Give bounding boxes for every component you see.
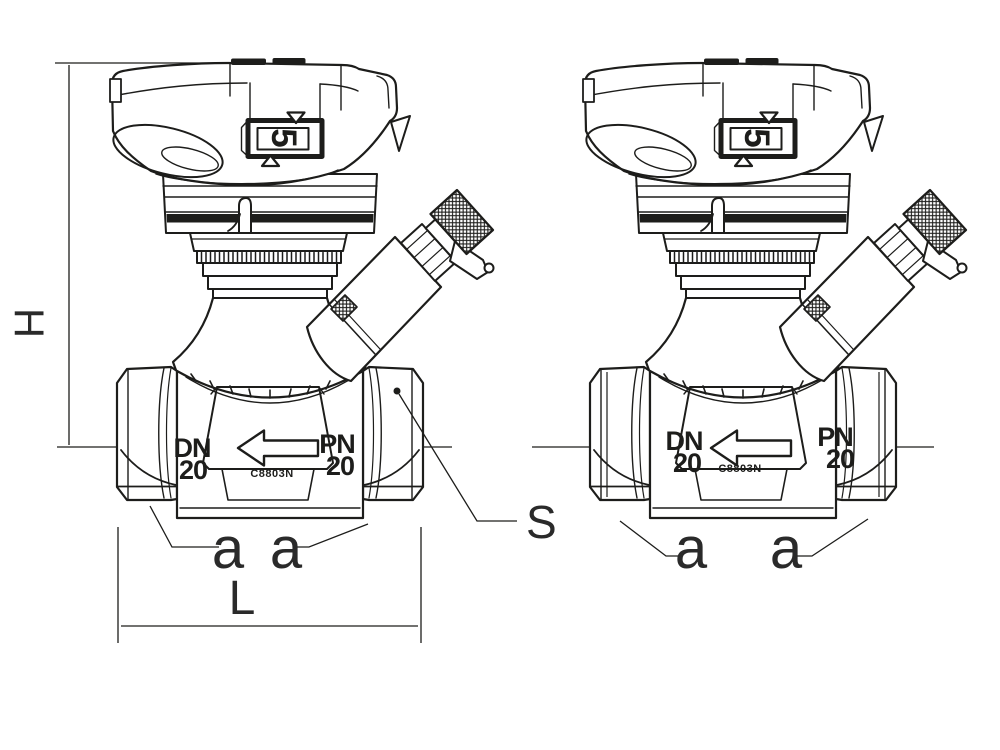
port-label-right-2: a [770,516,803,581]
surface-leader-line [398,393,517,522]
right-valve-setting-display: 5 [737,128,776,147]
right-valve-port-leader-right [795,518,869,557]
dimension-labels: H L S a a a a [5,308,803,625]
length-extension-lines [117,527,422,643]
right-valve-assembly: DN 20 PN 20 C8803N 5 [532,58,967,518]
right-valve-union-lines [606,372,880,497]
right-valve-dn-label: DN [666,426,703,456]
right-valve-markings: DN 20 PN 20 C8803N 5 [666,128,856,478]
dimension-height [55,62,233,445]
dimension-annotations [55,62,869,643]
left-valve-dn-size: 20 [179,455,207,485]
right-valve-port-leader-left [619,520,682,557]
surface-callout [393,387,517,522]
right-valve-line-art [581,58,966,518]
dimension-length [117,527,422,643]
left-valve-pn-label: PN [319,429,355,459]
left-valve-port-leader-right [295,523,369,548]
left-valve-dn-label: DN [174,433,211,463]
port-label-left-1: a [212,516,245,581]
surface-point-dot [393,387,401,395]
left-valve-line-art [108,58,493,518]
height-label: H [5,308,52,338]
left-valve-port-leader-left [149,505,219,548]
left-valve-assembly: DN 20 PN 20 C8803N 5 [57,58,494,518]
surface-label: S [526,496,557,548]
right-valve-dn-size: 20 [673,448,701,478]
left-valve-markings: DN 20 PN 20 C8803N 5 [174,128,356,485]
port-label-right-1: a [675,516,708,581]
right-valve-pn-size: 20 [826,444,854,474]
right-valve-product-code: C8803N [718,463,761,475]
left-valve-pn-size: 20 [326,451,354,481]
left-valve-product-code: C8803N [250,468,293,480]
length-label: L [229,572,256,625]
left-valve-setting-display: 5 [264,128,303,147]
right-valve-pn-label: PN [817,422,853,452]
port-label-left-2: a [270,516,303,581]
